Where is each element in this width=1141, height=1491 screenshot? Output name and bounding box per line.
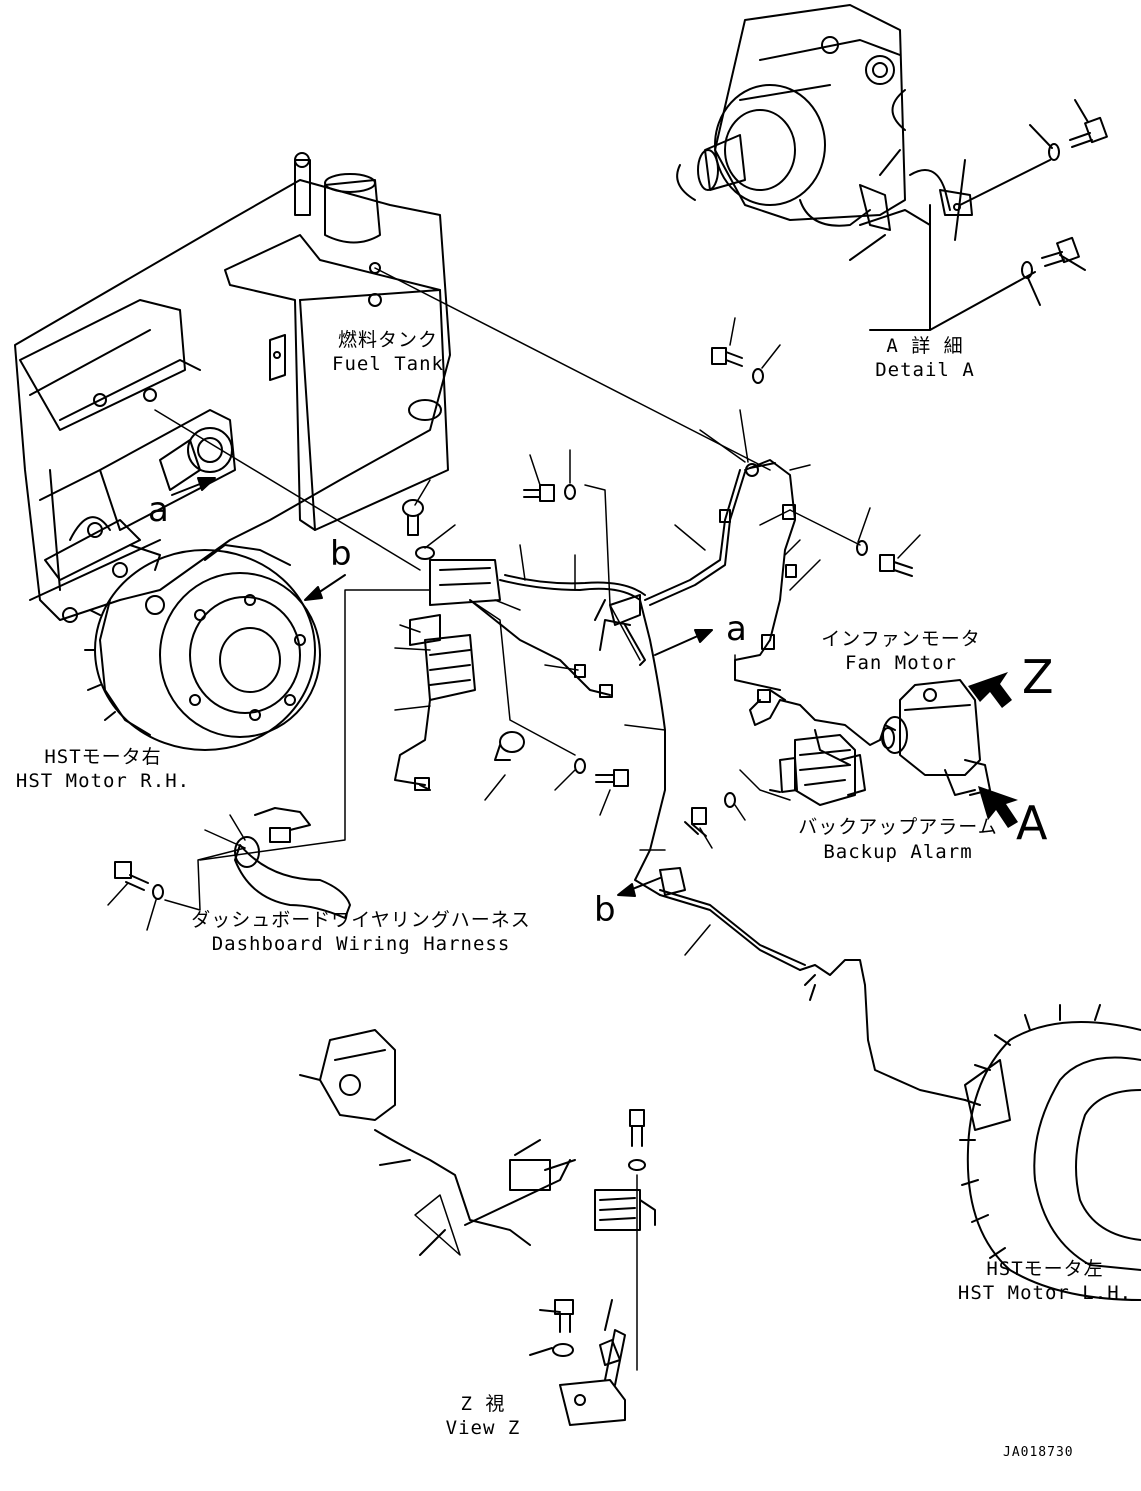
bolt-icon bbox=[711, 347, 743, 367]
bolt-icon bbox=[402, 499, 424, 536]
view-z-label-en: View Z bbox=[445, 1417, 521, 1439]
marker-b-left: b bbox=[330, 534, 352, 574]
marker-b-mid: b bbox=[594, 890, 616, 930]
hst-motor-rh-label-en: HST Motor R.H. bbox=[15, 770, 191, 792]
leader-lines bbox=[107, 267, 921, 956]
arrows bbox=[171, 477, 1018, 897]
bolt-icon bbox=[1041, 236, 1080, 267]
fan-motor-label-jp: インファンモータ bbox=[821, 628, 981, 650]
detail-a-label-en: Detail A bbox=[875, 359, 975, 381]
backup-alarm-label-jp: バックアップアラーム bbox=[798, 816, 998, 838]
fan-motor-label-en: Fan Motor bbox=[845, 652, 957, 674]
machine-frame bbox=[14, 179, 451, 623]
fuel-tank bbox=[224, 152, 449, 531]
dashboard-harness-label-jp: ダッシュボードワイヤリングハーネス bbox=[191, 909, 531, 931]
bolt-icon bbox=[523, 484, 555, 502]
fuel-tank-label-jp: 燃料タンク bbox=[337, 329, 439, 351]
dashboard-harness-part bbox=[234, 807, 351, 919]
fuel-tank-label-en: Fuel Tank bbox=[332, 353, 444, 375]
bolt-icon bbox=[629, 1109, 645, 1147]
hst-motor-lh-label-jp: HSTモータ左 bbox=[986, 1258, 1104, 1280]
backup-alarm-label-en: Backup Alarm bbox=[823, 841, 973, 863]
bolt-icon bbox=[554, 1299, 574, 1333]
view-z-label-jp: Z 視 bbox=[460, 1393, 506, 1415]
marker-a-left: a bbox=[148, 490, 169, 530]
fan-motor bbox=[881, 679, 991, 796]
marker-a-big: A bbox=[1016, 796, 1048, 850]
detail-a-drawing bbox=[676, 4, 1108, 331]
backup-alarm bbox=[769, 734, 866, 806]
detail-a-label-jp: A 詳 細 bbox=[886, 335, 964, 357]
bolt-icon bbox=[1069, 116, 1108, 148]
bolt-icon bbox=[595, 769, 629, 787]
hst-motor-rh bbox=[84, 544, 321, 751]
marker-a-mid: a bbox=[726, 609, 747, 649]
bolt-icon bbox=[114, 861, 149, 891]
view-z-drawing bbox=[299, 1029, 656, 1426]
hst-motor-lh-label-en: HST Motor L.H. bbox=[957, 1282, 1133, 1304]
marker-z: Z bbox=[1022, 650, 1054, 704]
dashboard-harness-label-en: Dashboard Wiring Harness bbox=[211, 933, 511, 955]
bolt-icon bbox=[494, 731, 525, 761]
drawing-code: JA018730 bbox=[1003, 1445, 1074, 1460]
harness-fasteners bbox=[114, 347, 913, 900]
hst-motor-rh-label-jp: HSTモータ右 bbox=[44, 746, 162, 768]
hst-motor-lh bbox=[959, 1004, 1141, 1301]
bolt-icon bbox=[879, 554, 913, 577]
